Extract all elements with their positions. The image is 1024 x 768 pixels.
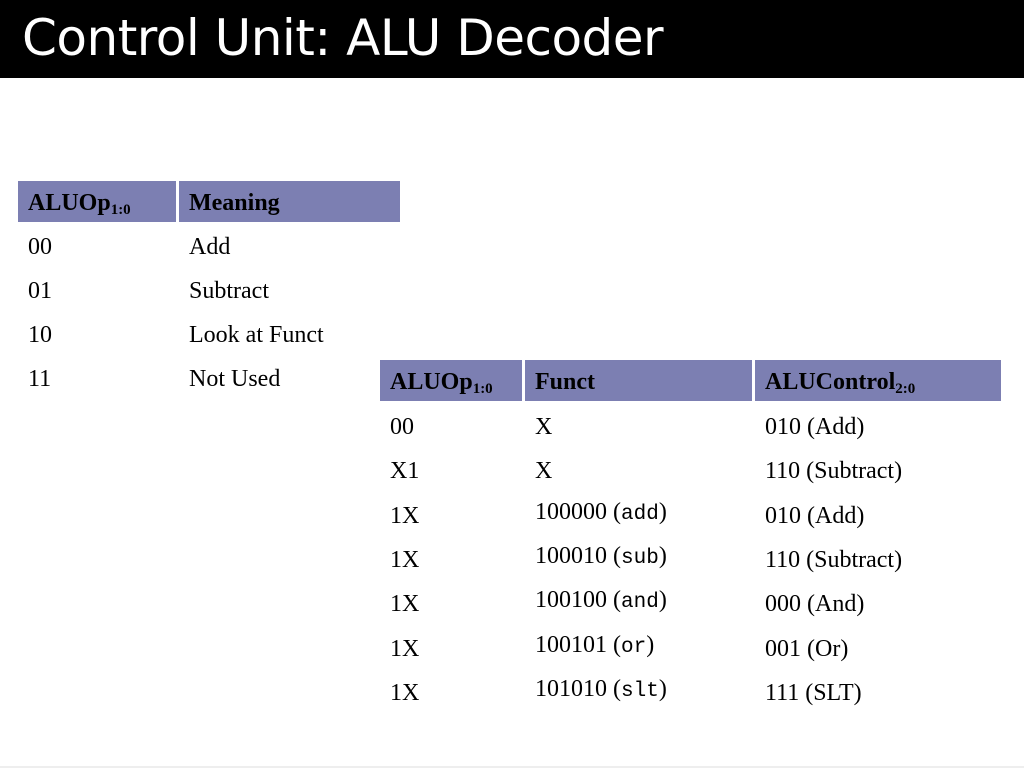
funct-mnemonic: or: [621, 636, 647, 659]
aluop-cell: 1X: [390, 680, 420, 706]
funct-close-paren: ): [658, 676, 667, 702]
meaning-cell: Subtract: [189, 278, 269, 304]
alucontrol-cell: 110 (Subtract): [765, 547, 903, 573]
funct-bits: X: [535, 458, 553, 484]
funct-open-paren: (: [607, 587, 621, 613]
funct-mnemonic: slt: [621, 680, 659, 703]
header-aluop-subscript: 1:0: [472, 381, 493, 397]
aluop-cell: 1X: [390, 636, 420, 662]
funct-cell: X: [525, 456, 552, 489]
meaning-cell: Add: [189, 234, 231, 260]
alucontrol-cell: 111 (SLT): [765, 680, 862, 706]
funct-mnemonic: sub: [621, 547, 659, 570]
table-header-row: ALUOp1:0 Funct ALUControl2:0: [380, 360, 1001, 401]
bottom-divider: [0, 766, 1024, 768]
funct-cell: 101010 (slt): [525, 674, 667, 707]
alucontrol-cell: 001 (Or): [765, 636, 849, 662]
funct-close-paren: ): [646, 632, 655, 658]
header-aluop-subscript: 1:0: [110, 202, 131, 218]
slide-title: Control Unit: ALU Decoder: [22, 9, 664, 67]
alucontrol-cell: 010 (Add): [765, 414, 865, 440]
alucontrol-cell: 000 (And): [765, 591, 865, 617]
header-aluop-label: ALUOp: [390, 369, 473, 395]
funct-cell: 100100 (and): [525, 585, 667, 618]
funct-cell: 100000 (add): [525, 497, 667, 530]
funct-mnemonic: and: [621, 591, 659, 614]
aluop-cell: X1: [390, 458, 420, 484]
funct-bits: 101010: [535, 676, 607, 702]
funct-bits: 100100: [535, 587, 607, 613]
funct-bits: 100101: [535, 632, 607, 658]
funct-mnemonic: add: [621, 503, 659, 526]
alu-decoder-table: ALUOp1:0 Funct ALUControl2:0 00 X 010 (A…: [380, 360, 1001, 712]
funct-close-paren: ): [658, 543, 667, 569]
header-meaning-label: Meaning: [189, 190, 280, 216]
aluop-meaning-table: ALUOp1:0 Meaning 00 Add 01 Subtract 10 L…: [18, 181, 400, 401]
funct-cell: 100010 (sub): [525, 541, 667, 574]
aluop-cell: 01: [28, 278, 52, 304]
aluop-cell: 11: [28, 366, 52, 392]
funct-open-paren: (: [607, 676, 621, 702]
header-alucontrol: ALUControl2:0: [755, 360, 1001, 401]
aluop-cell: 1X: [390, 591, 420, 617]
funct-bits: X: [535, 414, 553, 440]
header-aluop: ALUOp1:0: [18, 181, 176, 222]
header-funct: Funct: [525, 360, 752, 401]
funct-open-paren: (: [607, 499, 621, 525]
aluop-cell: 10: [28, 322, 52, 348]
title-bar: Control Unit: ALU Decoder: [0, 0, 1024, 78]
aluop-cell: 1X: [390, 547, 420, 573]
header-aluop: ALUOp1:0: [380, 360, 522, 401]
meaning-cell: Not Used: [189, 366, 281, 392]
funct-close-paren: ): [658, 499, 667, 525]
header-meaning: Meaning: [179, 181, 400, 222]
funct-open-paren: (: [607, 632, 621, 658]
aluop-cell: 1X: [390, 503, 420, 529]
alucontrol-cell: 010 (Add): [765, 503, 865, 529]
header-alucontrol-label: ALUControl: [765, 369, 896, 395]
header-alucontrol-subscript: 2:0: [895, 381, 916, 397]
aluop-cell: 00: [390, 414, 414, 440]
table-header-row: ALUOp1:0 Meaning: [18, 181, 400, 222]
alucontrol-cell: 110 (Subtract): [765, 458, 903, 484]
funct-close-paren: ): [658, 587, 667, 613]
aluop-cell: 00: [28, 234, 52, 260]
funct-cell: 100101 (or): [525, 630, 654, 663]
funct-bits: 100010: [535, 543, 607, 569]
funct-bits: 100000: [535, 499, 607, 525]
funct-open-paren: (: [607, 543, 621, 569]
funct-cell: X: [525, 412, 552, 445]
header-funct-label: Funct: [535, 369, 595, 395]
meaning-cell: Look at Funct: [189, 322, 324, 348]
header-aluop-label: ALUOp: [28, 190, 111, 216]
